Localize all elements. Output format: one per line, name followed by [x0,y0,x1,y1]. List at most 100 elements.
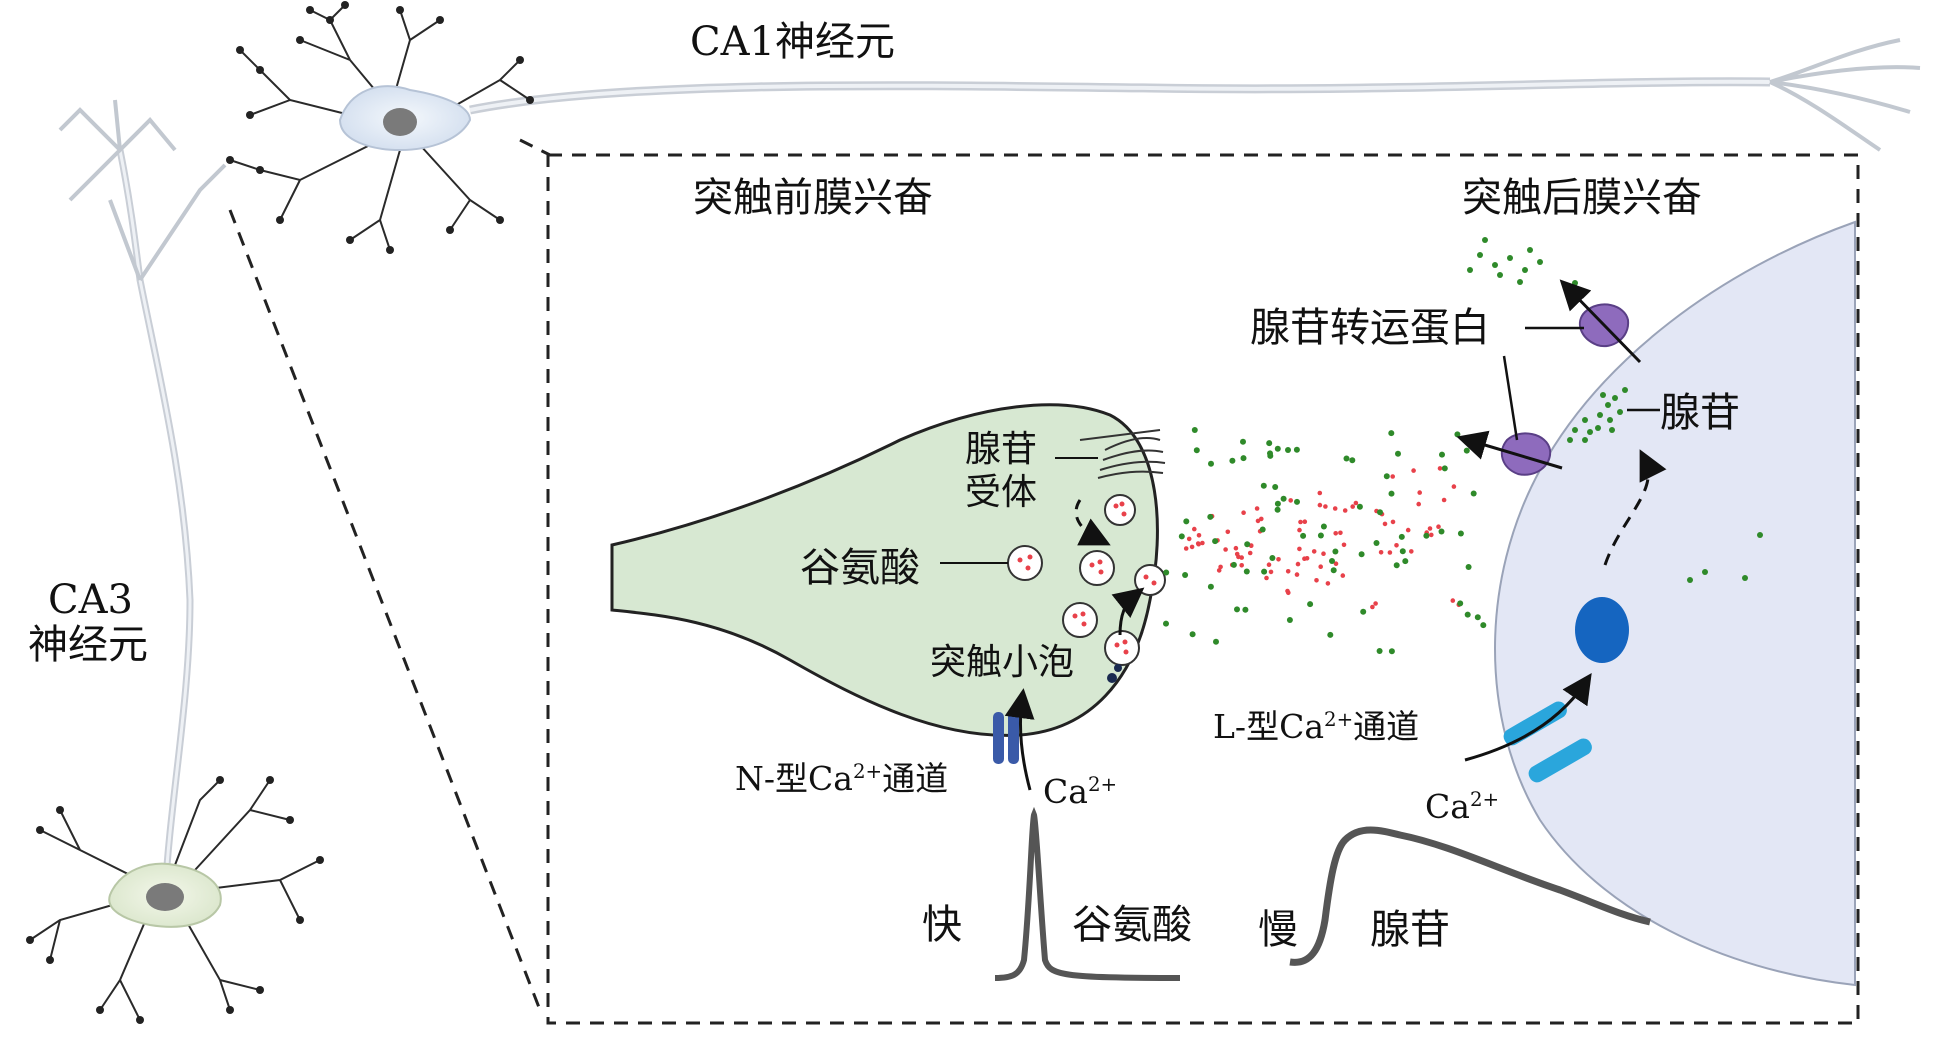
glutamate-trace-label: 谷氨酸 [1072,902,1192,948]
adenosine-molecule [1463,447,1470,454]
glutamate-molecule [1323,504,1328,509]
adenosine-molecule [1572,280,1578,286]
adenosine-molecule [1260,482,1267,489]
glutamate-molecule [1314,578,1319,583]
glutamate-molecule [1340,573,1346,578]
adenosine-molecule [1285,447,1291,453]
ca1-neuron [226,1,1921,254]
adenosine-molecule [1757,532,1763,538]
adenosine-transporter-label: 腺苷转运蛋白 [1250,305,1490,351]
calcium-ion-left: Ca2+ [1043,772,1118,811]
adenosine-molecule [1208,460,1214,467]
adenosine-molecule [1388,430,1395,437]
adenosine-molecule [1274,506,1281,513]
adenosine-molecule [1286,617,1293,623]
glutamate-molecule [1285,569,1291,574]
glutamate-molecule [1350,504,1355,509]
glutamate-molecule [1264,575,1269,581]
adenosine-molecule [1178,533,1185,540]
adenosine-molecule [1272,484,1279,490]
presynaptic-terminal [610,403,1166,791]
adenosine-receptor-icon [1079,429,1166,479]
adenosine-receptor-label-line2: 受体 [965,472,1038,513]
adenosine-molecule [1244,541,1251,548]
adenosine-molecule [1457,530,1464,537]
glutamate-molecule [1353,500,1359,506]
adenosine-molecule [1454,431,1461,438]
adenosine-molecule [1261,568,1268,575]
intracellular-adenosine [1567,387,1628,443]
adenosine-molecule [1474,614,1481,621]
adenosine-molecule [1212,538,1219,545]
adenosine-molecule [1317,532,1324,539]
adenosine-molecule [1742,575,1748,581]
adenosine-molecule [1527,247,1533,253]
adenosine-molecule [1376,648,1383,654]
adenosine-molecule [1234,606,1240,613]
glutamate-molecule [1223,547,1228,552]
glutamate-molecule [1394,543,1399,548]
slow-label: 慢 [1258,907,1298,953]
glutamate-molecule [1429,532,1434,538]
glutamate-molecule [1387,550,1393,555]
adenosine-molecule [1388,648,1395,655]
adenosine-molecule [1191,427,1198,433]
adenosine-molecule [1360,608,1367,615]
adenosine-molecule [1477,252,1483,258]
nucleus [1575,597,1629,663]
adenosine-molecule [1259,526,1266,533]
adenosine-molecule [1163,620,1169,627]
glutamate-molecule [1341,542,1347,548]
postsynaptic-title: 突触后膜兴奋 [1462,175,1702,221]
adenosine-molecule [1343,455,1350,462]
glutamate-molecule [1318,564,1323,569]
adenosine-molecule [1332,548,1339,555]
calcium-ion-right: Ca2+ [1425,787,1500,826]
adenosine-molecule [1207,583,1214,590]
adenosine-molecule [1356,503,1363,510]
glutamate-molecule [1239,563,1244,568]
glutamate-molecule [1233,545,1239,551]
adenosine-molecule [1349,457,1356,464]
glutamate-molecule [1216,568,1222,573]
adenosine-transporter-lower [1456,430,1563,476]
glutamate-molecule [1450,598,1456,603]
glutamate-molecule [1451,484,1457,489]
synaptic-vesicle-label: 突触小泡 [930,642,1075,683]
adenosine-molecule [1267,450,1273,457]
adenosine-molecule [1457,600,1464,607]
adenosine-trace-label: 腺苷 [1370,907,1450,953]
glutamate-molecule [1189,544,1195,550]
adenosine-transporter-upper [1559,279,1642,364]
adenosine-molecule [1274,445,1281,452]
adenosine-molecule [1243,568,1250,575]
adenosine-molecule [1274,500,1281,507]
adenosine-molecule [1423,532,1430,539]
glutamate-molecule [1297,546,1302,552]
adenosine-molecule [1702,569,1708,575]
adenosine-molecule [1470,490,1477,497]
adenosine-molecule [1240,438,1246,445]
adenosine-molecule [1269,555,1276,561]
adenosine-molecule [1464,611,1471,618]
glutamate-molecule [1295,561,1301,567]
glutamate-molecule [1373,601,1378,606]
adenosine-molecule [1229,457,1236,464]
glutamate-molecule [1338,530,1343,536]
adenosine-molecule [1383,473,1390,480]
glutamate-molecule [1225,529,1231,535]
glutamate-molecule [1332,506,1338,511]
glutamate-molecule [1196,533,1202,538]
adenosine-molecule [1358,551,1365,558]
glutamate-molecule [1276,557,1281,562]
glutamate-molecule [1390,474,1395,479]
glutamate-molecule [1436,524,1441,529]
adenosine-molecule [1242,606,1249,613]
glutamate-molecule [1255,518,1261,524]
adenosine-molecule [1393,562,1400,569]
adenosine-molecule [1294,498,1300,505]
adenosine-molecule [1329,558,1335,564]
glutamate-molecule [1416,501,1421,507]
ca3-neuron [26,99,324,1024]
